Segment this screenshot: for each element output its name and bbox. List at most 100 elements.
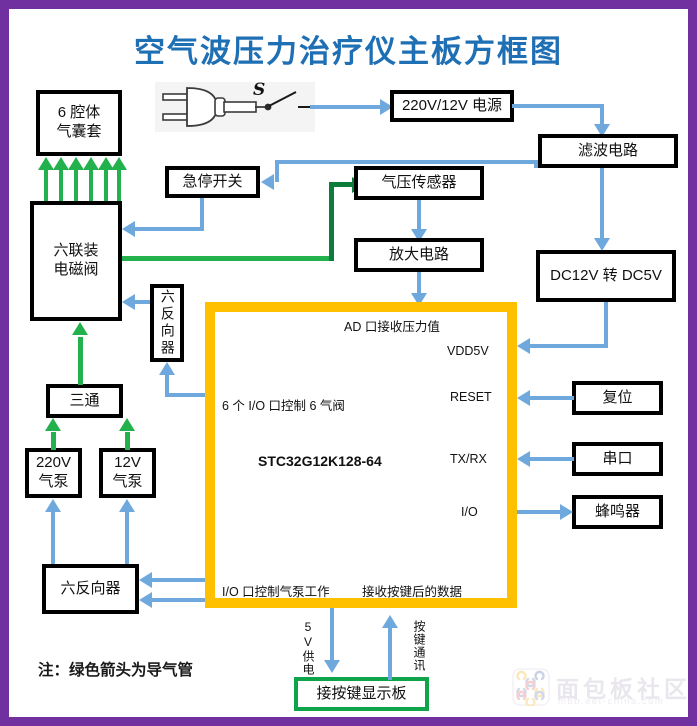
box-serial-port: 串口 [572,442,663,476]
air-tube-1 [44,170,48,202]
link-filter-to-estop-h [275,160,538,164]
watermark-logo-icon [512,668,550,706]
mcu-reset-label: RESET [450,390,492,404]
air-line-solenoid-to-sensor-h [122,256,333,261]
inverter-bottom-label: 六反向器 [60,579,121,597]
box-mcu [205,302,517,608]
air-tube-4 [89,170,93,202]
mcu-vdd5v-label: VDD5V [447,344,489,358]
pump12-line2: 气泵 [112,473,143,490]
link-mcu-to-inverter-bottom-2 [152,598,210,602]
box-inverter-middle: 六反向器 [150,284,184,362]
arrowhead-pump12-to-tee [119,418,135,431]
arrowhead-inverter-to-solenoid [122,294,135,310]
link-filter-to-dc [600,168,604,240]
air-line-to-sensor-v [329,182,334,261]
box-reset: 复位 [572,381,663,415]
power-plug-icon [155,82,315,132]
filter-circuit-label: 滤波电路 [577,141,638,159]
box-solenoid-valve: 六联装 电磁阀 [30,201,122,321]
frame-right-border [688,0,697,726]
display-board-label: 接按键显示板 [316,684,407,702]
air-tube-3 [74,170,78,202]
arrowhead-tee-to-solenoid [72,322,88,335]
link-dc-to-mcu-v [604,302,608,348]
pump220-line2: 气泵 [38,473,69,490]
box-filter-circuit: 滤波电路 [538,134,678,168]
box-power-supply: 220V/12V 电源 [390,90,514,122]
emergency-switch-label: 急停开关 [182,172,243,190]
inverter-middle-label: 六反向器 [159,289,176,357]
mcu-io-label: I/O [461,505,478,519]
box-display-board: 接按键显示板 [294,677,429,711]
air-tube-arrow-2 [53,157,69,170]
mcu-io-pump-label: I/O 口控制气泵工作 [222,585,330,599]
arrowhead-display-to-mcu [382,615,398,628]
frame-bottom-border [0,717,697,726]
switch-symbol-label: S [253,80,266,100]
box-buzzer: 蜂鸣器 [572,495,663,529]
arrowhead-pump220-to-tee [45,418,61,431]
pump12-line1: 12V [114,454,141,472]
air-tube-arrow-3 [68,157,84,170]
dc-converter-label: DC12V 转 DC5V [550,266,662,284]
mcu-key-data-label: 接收按键后的数据 [362,585,463,599]
arrowhead-plug-to-power [380,99,393,115]
air-tube-arrow-1 [38,157,54,170]
reset-label: 复位 [602,388,633,406]
link-filter-corner [534,164,538,168]
arrowhead-filter-to-estop [261,174,274,190]
link-amp-to-mcu [417,272,421,302]
link-mcu-to-display-5v [330,608,334,662]
air-tube-tee-to-solenoid [78,337,83,385]
air-tube-2 [59,170,63,202]
arrowhead-inverter-to-pump220 [45,499,61,512]
serial-port-label: 串口 [602,449,633,467]
watermark: 面包板社区 mbb.eet-china.com [512,668,691,707]
link-sensor-to-amp [417,200,421,232]
box-pressure-sensor: 气压传感器 [354,166,484,200]
page-title: 空气波压力治疗仪主板方框图 [134,34,563,70]
arrowhead-mcu-to-inverter-bottom-2 [139,592,152,608]
frame-left-border [0,0,9,726]
arrowhead-mcu-to-buzzer [560,504,573,520]
solenoid-line1: 六联装 [53,242,99,260]
link-mcu-to-inverter-v [165,375,169,397]
pressure-sensor-label: 气压传感器 [381,173,457,191]
power-supply-label: 220V/12V 电源 [401,96,503,114]
box-airbag-sleeve: 6 腔体 气囊套 [36,90,122,156]
link-display-to-mcu-comm [388,628,392,680]
box-inverter-bottom: 六反向器 [42,564,139,614]
link-inverter-to-pump220 [51,512,55,566]
box-tee: 三通 [46,384,123,418]
air-tube-pump220-to-tee [51,432,56,450]
pump220-line1: 220V [35,454,72,472]
mcu-ad-port-label: AD 口接收压力值 [344,320,440,334]
arrowhead-filter-to-dc [594,238,610,251]
arrowhead-mcu-to-display [324,660,340,673]
mcu-io-valves-label: 6 个 I/O 口控制 6 气阀 [222,399,345,413]
box-emergency-switch: 急停开关 [165,166,260,198]
tee-label: 三通 [69,391,100,409]
airbag-line2: 气囊套 [56,123,102,140]
air-tube-arrow-4 [83,157,99,170]
mcu-chip-label: STC32G12K128-64 [258,453,382,469]
arrowhead-reset-to-mcu [517,390,530,406]
air-tube-pump12-to-tee [125,432,130,450]
link-inverter-to-pump12 [125,512,129,566]
link-serial-to-mcu [530,457,574,461]
amplifier-label: 放大电路 [388,245,449,263]
arrowhead-mcu-to-inverter-bottom-1 [139,572,152,588]
link-inverter-to-solenoid [135,300,157,304]
link-mcu-to-buzzer [517,510,563,514]
arrowhead-serial-to-mcu [517,451,530,467]
buzzer-label: 蜂鸣器 [594,502,640,520]
legend-note: 注：绿色箭头为导气管 [38,660,194,679]
airbag-line1: 6 腔体 [57,104,101,122]
label-5v-supply: 5V供电 [301,620,315,676]
link-power-to-filter-v [600,104,604,126]
link-estop-down [200,197,204,229]
box-dc-converter: DC12V 转 DC5V [536,250,676,302]
link-mcu-to-inverter-h [165,393,210,397]
